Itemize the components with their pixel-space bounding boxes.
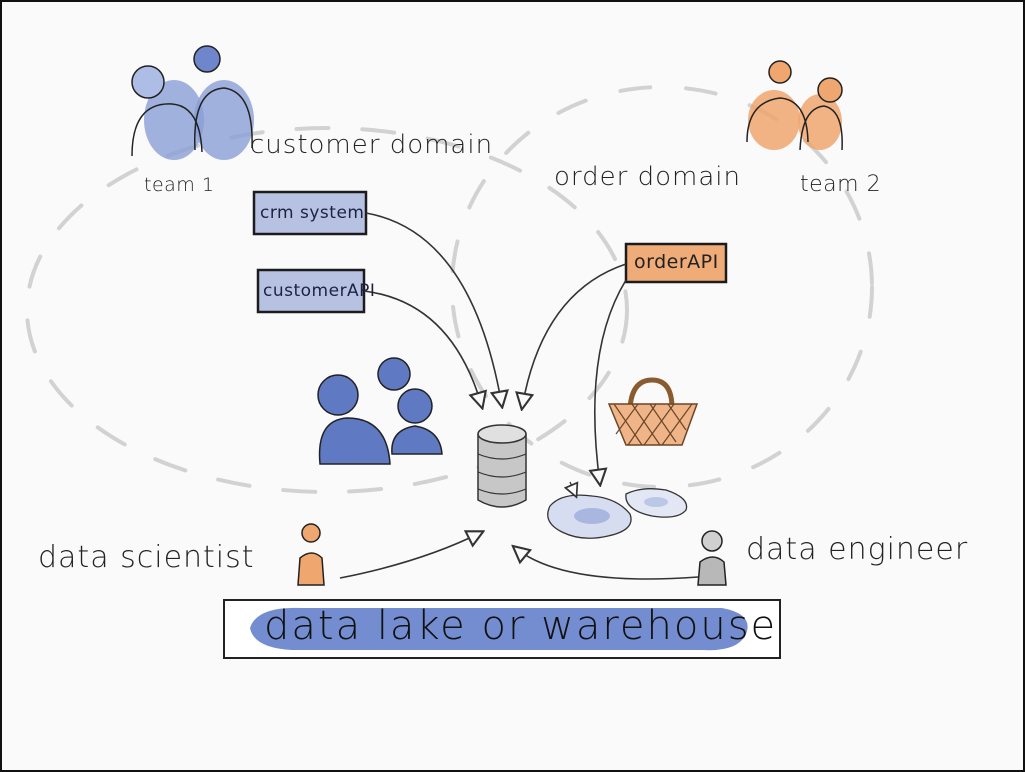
crm-system-box [252, 190, 368, 236]
basket-icon [607, 377, 699, 446]
database-icon [477, 424, 527, 508]
order-domain-boundary [450, 85, 874, 489]
order-api-label: orderAPI [634, 251, 719, 273]
data-lake-label: data lake or warehouse [264, 603, 778, 649]
order-domain-label: order domain [554, 162, 741, 192]
team-2-label: team 2 [800, 172, 882, 197]
arrows [339, 212, 699, 580]
customer-domain-boundary [25, 126, 629, 494]
data-scientist-person-icon [297, 523, 325, 586]
team-1-label: team 1 [144, 174, 215, 196]
data-scientist-label: data scientist [38, 540, 255, 575]
customer-people-group-icon [317, 357, 443, 465]
customer-domain-label: customer domain [250, 130, 494, 160]
data-lake-box [223, 599, 781, 659]
team-1-people-icon [131, 45, 254, 160]
data-engineer-person-icon [697, 530, 727, 586]
data-puddle-icon [547, 488, 688, 539]
data-engineer-label: data engineer [746, 532, 969, 567]
customer-api-label: customerAPI [263, 281, 376, 301]
team-2-people-icon [746, 60, 843, 151]
order-api-to-puddle-arrow [595, 279, 627, 484]
customer-api-to-database-arrow [363, 290, 482, 407]
puddle-small-arrow [570, 482, 576, 496]
crm-system-label: crm system [260, 203, 365, 223]
engineer-to-database-arrow [514, 547, 699, 580]
scientist-to-database-arrow [339, 532, 482, 579]
order-api-to-database-arrow [522, 263, 627, 408]
crm-to-database-arrow [365, 212, 502, 406]
order-api-box [624, 242, 728, 284]
